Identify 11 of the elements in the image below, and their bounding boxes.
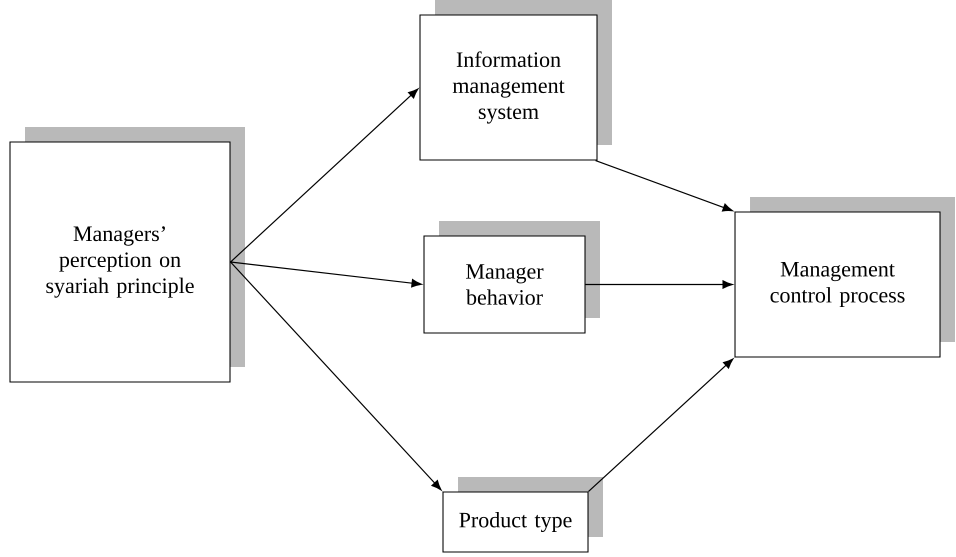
process-box: Product type [442,477,603,553]
arrow [230,261,422,288]
process-box: Managers’ perception on syariah principle [9,127,245,383]
arrow [595,160,733,212]
arrow [586,280,733,289]
arrow [230,262,442,490]
process-box: Information management system [419,0,612,161]
arrow [230,88,418,262]
process-box: Manager behavior [423,221,600,334]
arrow [588,358,734,492]
process-box: Management control process [734,197,955,358]
